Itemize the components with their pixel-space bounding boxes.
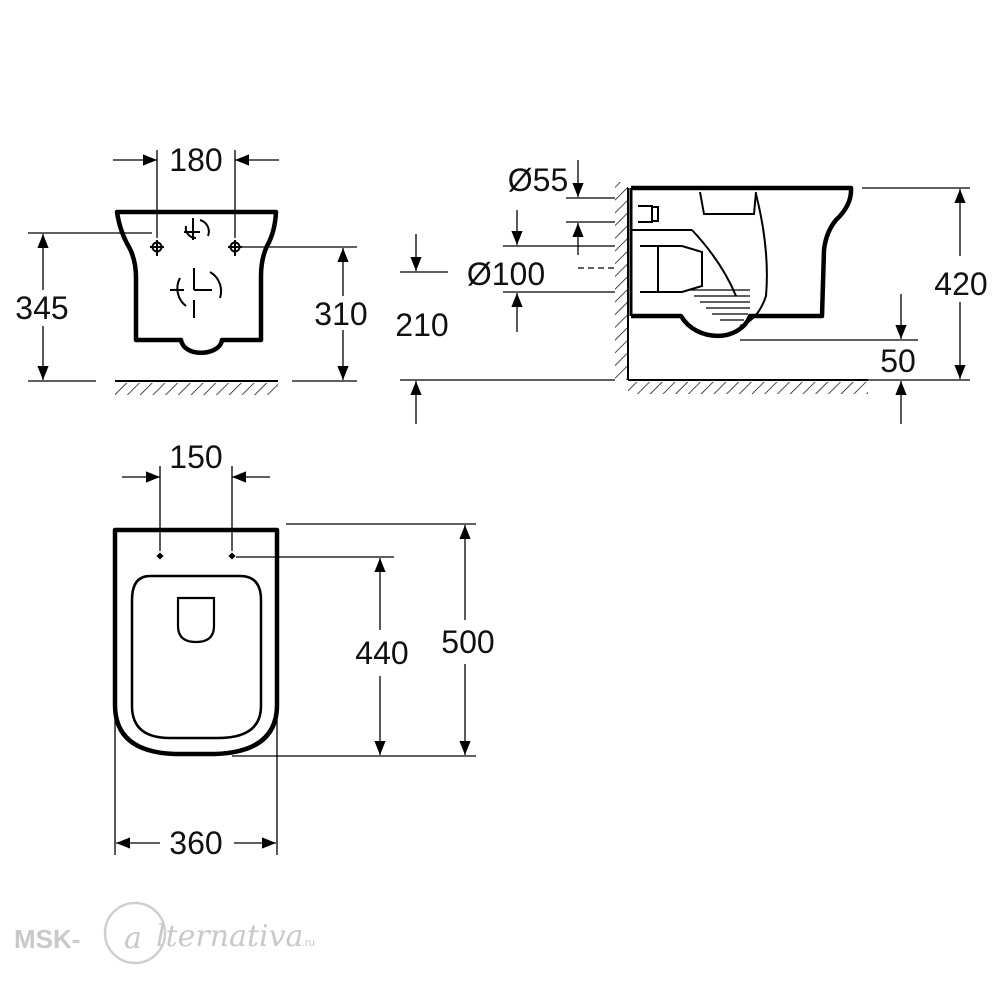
front-floor-hatch (115, 383, 278, 395)
watermark-prefix: MSK- (14, 924, 80, 954)
dim-front-overall-height: 345 (15, 290, 68, 326)
dim-side-inlet: Ø55 (508, 162, 568, 198)
top-bowl-outline (112, 527, 280, 757)
front-bowl-outline (114, 209, 279, 355)
dim-side-outlet: Ø100 (467, 256, 545, 292)
front-fixing-left (150, 240, 164, 256)
dim-top-fixing-to-front: 440 (355, 635, 408, 671)
dim-top-width: 360 (169, 825, 222, 861)
side-inlet-nozzle (651, 206, 659, 222)
watermark-logo: MSK- a lternativa .ru (14, 901, 315, 965)
side-water-trap (690, 289, 750, 321)
front-view: 180 345 310 (15, 142, 368, 395)
watermark-letter: a (124, 921, 142, 956)
front-fixing-right (228, 240, 242, 256)
front-outlet-symbol (170, 268, 223, 318)
side-view: Ø55 Ø100 210 420 50 (395, 160, 988, 424)
dim-side-outlet-height: 210 (395, 307, 448, 343)
side-bowl-inner-front (739, 193, 768, 327)
dim-front-fixing-height: 310 (314, 296, 367, 332)
dim-side-rim-height: 420 (934, 266, 987, 302)
front-inlet-symbol (184, 218, 210, 240)
top-view: 150 440 500 360 (112, 439, 495, 861)
dim-top-depth: 500 (441, 624, 494, 660)
top-fixing-right (228, 552, 236, 560)
watermark-suffix: lternativa (156, 919, 303, 954)
watermark-circle (103, 901, 167, 965)
dim-side-bottom-clearance: 50 (880, 343, 916, 379)
top-fixing-left (156, 552, 164, 560)
side-outlet-pipe (640, 245, 703, 293)
side-wall-hatch (615, 182, 628, 380)
top-seat-outline (130, 574, 263, 740)
top-bowl-opening (176, 596, 216, 644)
side-inlet-pipe (638, 205, 653, 223)
side-bowl-outline (631, 185, 854, 338)
dim-front-fixing-spacing: 180 (169, 142, 222, 178)
dim-top-fixing-spacing: 150 (169, 439, 222, 475)
watermark-tld: .ru (302, 937, 315, 949)
side-rim-channel (699, 191, 757, 215)
side-floor-hatch (628, 382, 868, 394)
